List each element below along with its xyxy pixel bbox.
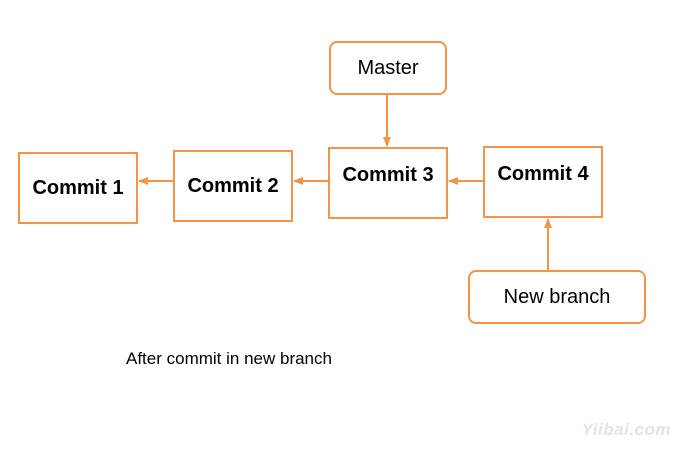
commit-2-label: Commit 2 <box>187 174 279 197</box>
new-branch-label: New branch <box>503 285 611 308</box>
commit-2-node: Commit 2 <box>173 150 293 222</box>
commit-1-label: Commit 1 <box>32 176 124 199</box>
commit-3-node: Commit 3 <box>328 147 448 219</box>
commit-1-node: Commit 1 <box>18 152 138 224</box>
watermark-logo: Yiibai.com <box>581 420 671 439</box>
commit-3-label: Commit 3 <box>342 164 434 186</box>
new-branch-pointer-node: New branch <box>468 270 646 324</box>
commit-4-label: Commit 4 <box>497 163 589 185</box>
master-pointer-node: Master <box>329 41 447 95</box>
master-label: Master <box>357 56 419 79</box>
commit-4-node: Commit 4 <box>483 146 603 218</box>
diagram-caption: After commit in new branch <box>126 349 332 368</box>
